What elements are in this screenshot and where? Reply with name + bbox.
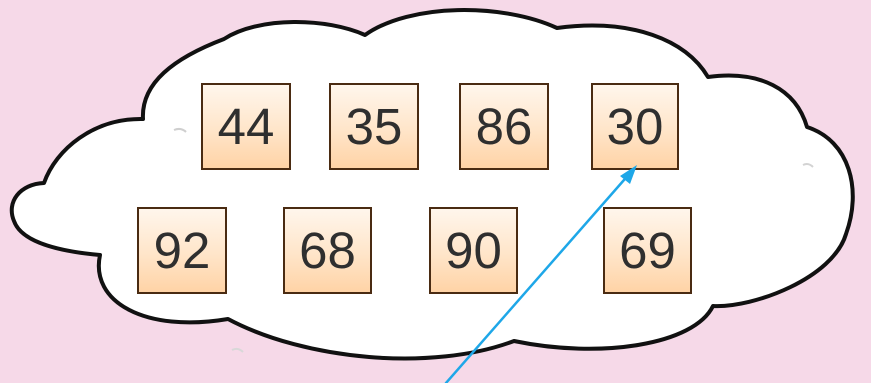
number-box-44: 44 <box>201 83 291 170</box>
number-box-68: 68 <box>283 207 372 294</box>
number-box-30: 30 <box>591 83 679 170</box>
number-box-86: 86 <box>459 83 549 170</box>
number-box-90: 90 <box>429 207 518 294</box>
number-box-35: 35 <box>329 83 419 170</box>
number-box-92: 92 <box>137 207 227 294</box>
number-box-69: 69 <box>603 207 692 294</box>
